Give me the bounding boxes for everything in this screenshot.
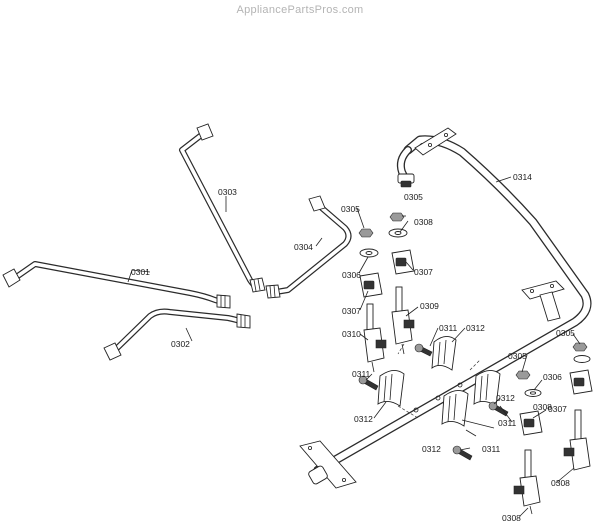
label-0311-a: 0311 xyxy=(439,323,458,333)
main-manifold-pipe xyxy=(299,127,592,489)
gas-tube-0301 xyxy=(2,261,231,309)
clamp-cluster-lower xyxy=(358,359,509,461)
label-0312-c: 0312 xyxy=(496,393,515,403)
label-0307-c: 0307 xyxy=(548,404,567,414)
label-0306-b: 0306 xyxy=(543,372,562,382)
part-labels: 0301 0302 0303 0304 0305 0305 0305 0305 … xyxy=(131,172,575,523)
label-0314: 0314 xyxy=(513,172,532,182)
label-0312-b: 0312 xyxy=(354,414,373,424)
label-0301: 0301 xyxy=(131,267,150,277)
label-0311-d: 0311 xyxy=(482,444,501,454)
label-0310: 0310 xyxy=(342,329,361,339)
label-0305-d: 0305 xyxy=(556,328,575,338)
label-0312-d: 0312 xyxy=(422,444,441,454)
gas-tube-0302 xyxy=(103,308,251,361)
gas-tube-0303 xyxy=(179,123,266,293)
label-0307-a: 0307 xyxy=(342,306,361,316)
label-0312-a: 0312 xyxy=(466,323,485,333)
label-0305-c: 0305 xyxy=(508,351,527,361)
label-0305-a: 0305 xyxy=(341,204,360,214)
valve-cluster-upper xyxy=(358,212,457,373)
label-0306-a: 0306 xyxy=(342,270,361,280)
valve-cluster-right xyxy=(513,342,593,515)
label-0308-d: 0308 xyxy=(502,513,521,523)
label-0309: 0309 xyxy=(420,301,439,311)
label-0311-c: 0311 xyxy=(498,418,517,428)
label-0308-b: 0308 xyxy=(533,402,552,412)
label-0308-c: 0308 xyxy=(551,478,570,488)
label-0308-a: 0308 xyxy=(414,217,433,227)
label-0302: 0302 xyxy=(171,339,190,349)
label-0303: 0303 xyxy=(218,187,237,197)
label-0305-b: 0305 xyxy=(404,192,423,202)
label-0304: 0304 xyxy=(294,242,313,252)
label-0307-b: 0307 xyxy=(414,267,433,277)
leader-lines xyxy=(127,176,581,517)
label-0311-b: 0311 xyxy=(352,369,371,379)
gas-tube-0304 xyxy=(265,195,352,299)
watermark-text: AppliancePartsPros.com xyxy=(236,4,364,16)
